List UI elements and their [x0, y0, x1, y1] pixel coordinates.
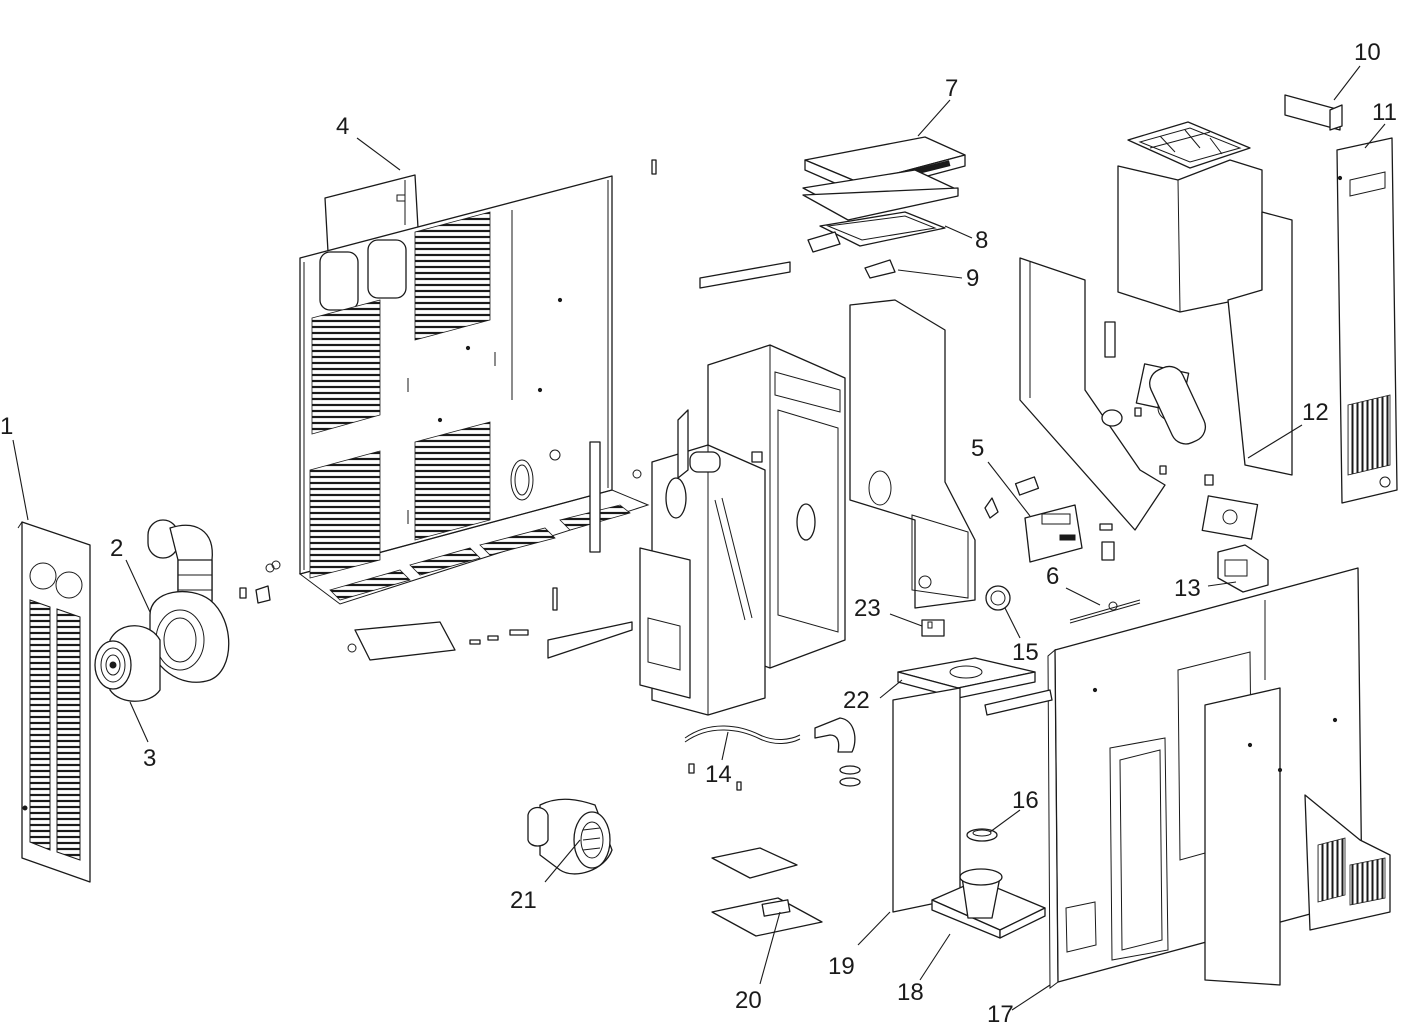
- callout-2: 2: [110, 535, 123, 562]
- part-20-access-plates: [711, 847, 823, 937]
- part-23-limit-switch: [921, 619, 945, 637]
- callout-15: 15: [1012, 639, 1039, 666]
- callout-13: 13: [1174, 575, 1201, 602]
- callout-12: 12: [1302, 399, 1329, 426]
- part-18-burner-pan: [931, 868, 1046, 939]
- part-8-gasket: [802, 169, 959, 247]
- callout-8: 8: [975, 227, 988, 254]
- part-13-draft-inducer: [1217, 544, 1269, 593]
- part-3-blower-motor: [94, 625, 161, 702]
- callout-1: 1: [0, 413, 13, 440]
- right-side-panels: [1019, 121, 1293, 540]
- callout-5: 5: [971, 435, 984, 462]
- callout-3: 3: [143, 745, 156, 772]
- callout-16: 16: [1012, 787, 1039, 814]
- part-9-bracket: [807, 231, 896, 279]
- callout-9: 9: [966, 265, 979, 292]
- part-1-front-grille-panel: [17, 521, 91, 883]
- part-4-rear-cabinet: [298, 174, 650, 605]
- heat-exchanger-assembly: [639, 344, 846, 716]
- part-14-gas-line: [684, 717, 861, 791]
- callout-21: 21: [510, 887, 537, 914]
- cabinet-brackets: [347, 159, 791, 661]
- callout-6: 6: [1046, 563, 1059, 590]
- callout-17: 17: [987, 1001, 1014, 1024]
- part-10-vent-cap: [1284, 94, 1343, 131]
- part-21-circulation-blower: [527, 798, 613, 875]
- callout-18: 18: [897, 979, 924, 1006]
- part-11-right-grille-panel: [1336, 137, 1398, 504]
- callout-10: 10: [1354, 39, 1381, 66]
- callout-23: 23: [854, 595, 881, 622]
- leader-lines: [12, 65, 1386, 1011]
- callout-14: 14: [705, 761, 732, 788]
- callout-labels: 1 2 3 4 5 6 7 8 9 10 11 12 13 14 15 16 1…: [0, 39, 1397, 1024]
- part-15-pressure-switch: [985, 585, 1011, 611]
- part-16-burner-ring: [966, 828, 998, 842]
- part-2-combustion-blower: [147, 519, 230, 683]
- part-6-sensor-rod: [1069, 599, 1141, 624]
- callout-22: 22: [843, 687, 870, 714]
- callout-4: 4: [336, 113, 349, 140]
- blower-hardware: [239, 560, 281, 604]
- callout-20: 20: [735, 987, 762, 1014]
- part-5-control-board: [984, 476, 1115, 563]
- callout-11: 11: [1372, 99, 1397, 126]
- callout-19: 19: [828, 953, 855, 980]
- part-17-front-panel: [1047, 567, 1391, 989]
- side-panel-left: [849, 299, 976, 609]
- callout-7: 7: [945, 75, 958, 102]
